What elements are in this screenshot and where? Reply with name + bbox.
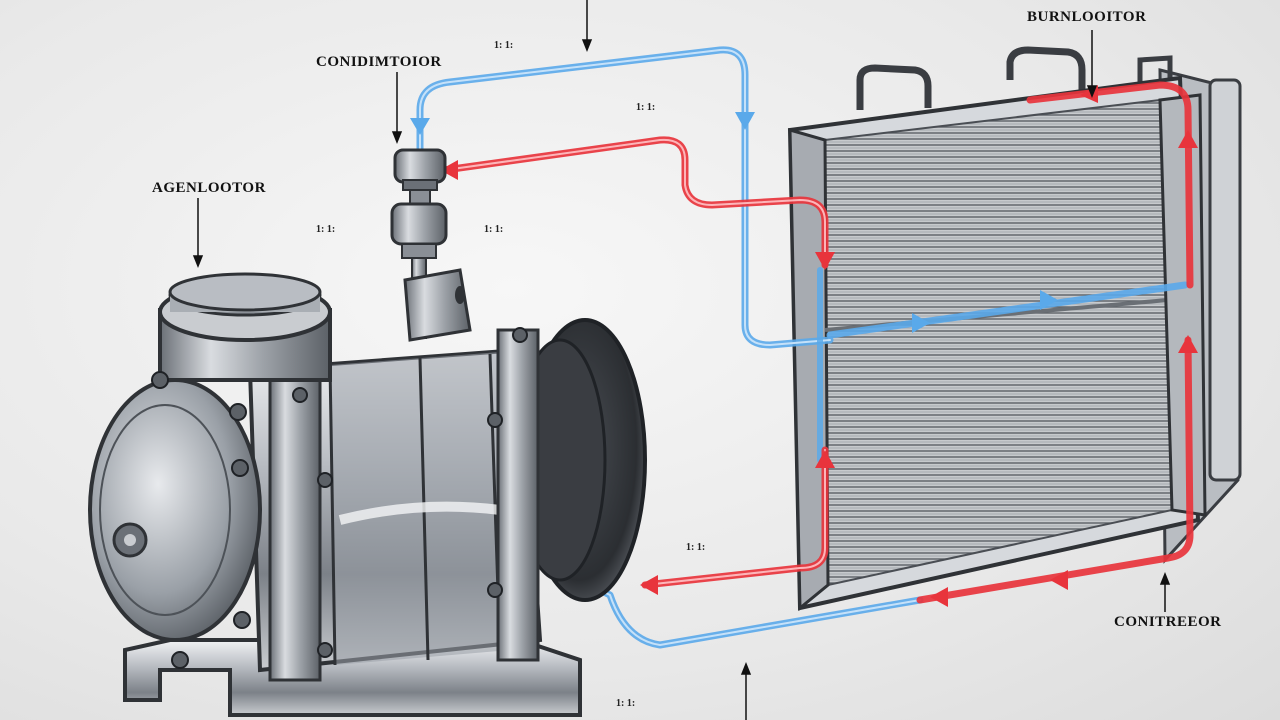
small-mark: 1: 1: <box>494 40 514 51</box>
callout-arrows <box>192 0 1171 720</box>
hot-line-right <box>1026 81 1194 289</box>
refrigerant-lines <box>416 46 1194 649</box>
agent-label: AGENLOOTOR <box>152 180 266 196</box>
radiator-unit <box>787 46 1242 612</box>
small-mark: 1: 1: <box>616 698 636 709</box>
evaporator-label: BURNLOOITOR <box>1027 9 1147 25</box>
cold-line-mid <box>826 281 1189 339</box>
small-mark: 1: 1: <box>636 102 656 113</box>
compressor-label: CONITREEOR <box>1114 614 1222 630</box>
compressor-motor <box>88 268 647 717</box>
cold-line-top <box>416 46 834 349</box>
condensator-label: CONIDIMTOIOR <box>316 54 442 70</box>
flow-arrows <box>410 85 1198 607</box>
small-mark: 1: 1: <box>686 542 706 553</box>
small-mark: 1: 1: <box>484 224 504 235</box>
small-mark: 1: 1: <box>316 224 336 235</box>
